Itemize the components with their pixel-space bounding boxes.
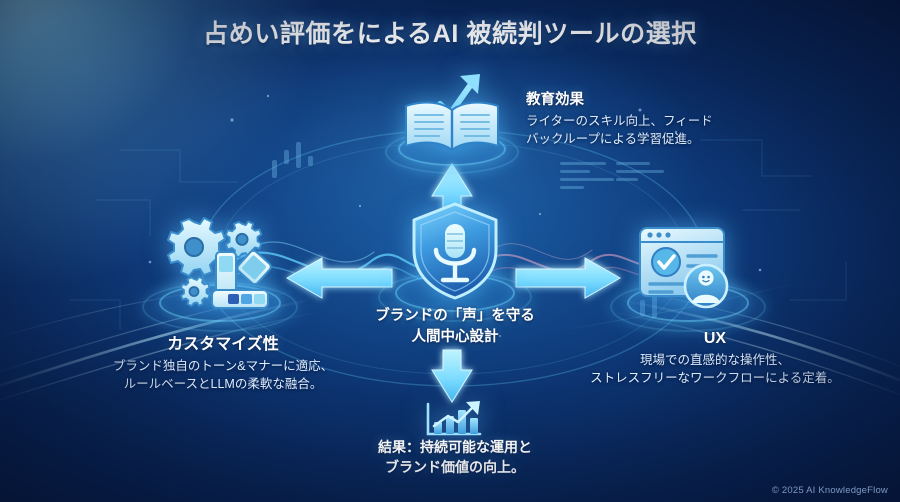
customization-text-block: カスタマイズ性 ブランド独自のトーン&マナーに適応、 ルールベースとLLMの柔軟… (78, 330, 368, 394)
result-heading-line-2: ブランド価値の向上。 (385, 459, 525, 476)
ux-body-line-2: ストレスフリーなワークフローによる定着。 (590, 370, 840, 385)
node-core[interactable] (378, 196, 532, 322)
core-heading-line-1: ブランドの「声」を守る (375, 308, 535, 324)
core-heading-line-2: 人間中心設計 (411, 329, 499, 346)
customization-heading: カスタマイズ性 (167, 336, 279, 353)
copyright-notice: © 2025 AI KnowledgeFlow (771, 485, 888, 496)
result-text-block: 結果：持続可能な運用と ブランド価値の向上。 (335, 437, 575, 478)
node-result[interactable] (418, 400, 486, 440)
bar-chart-growth-arrow-icon (426, 401, 482, 436)
education-text-block: 教育効果 ライターのスキル向上、フィード バックループによる学習促進。 (526, 88, 758, 149)
browser-checkmark-user-icon (639, 227, 729, 309)
node-customization[interactable] (142, 210, 298, 332)
education-heading: 教育効果 (526, 92, 584, 108)
page-title: 占めい評価をによるAI 被続判ツールの選択 (203, 20, 697, 48)
ux-body-line-1: 現場での直感的な操作性、 (639, 353, 790, 367)
customization-body-line-2: ルールベースとLLMの柔軟な融合。 (123, 376, 323, 391)
result-heading-line-1: 結果：持続可能な運用と (378, 439, 532, 455)
core-text-block: ブランドの「声」を守る 人間中心設計 (340, 306, 570, 348)
gears-color-palette-icon (167, 217, 272, 309)
ux-text-block: UX 現場での直感的な操作性、 ストレスフリーなワークフローによる定着。 (560, 330, 870, 388)
education-body-line-2: バックループによる学習促進。 (526, 131, 700, 146)
color-swatch-card (211, 249, 272, 309)
gear-small-bottom (180, 276, 211, 307)
node-education[interactable] (385, 58, 519, 174)
node-ux[interactable] (610, 210, 766, 332)
open-book-growth-chart-icon (405, 74, 499, 151)
ux-heading: UX (703, 330, 727, 347)
shield-microphone-icon (412, 202, 498, 300)
education-body-line-1: ライターのスキル向上、フィード (526, 114, 713, 128)
customization-body-line-1: ブランド独自のトーン&マナーに適応、 (112, 359, 334, 373)
avatar (683, 263, 729, 309)
